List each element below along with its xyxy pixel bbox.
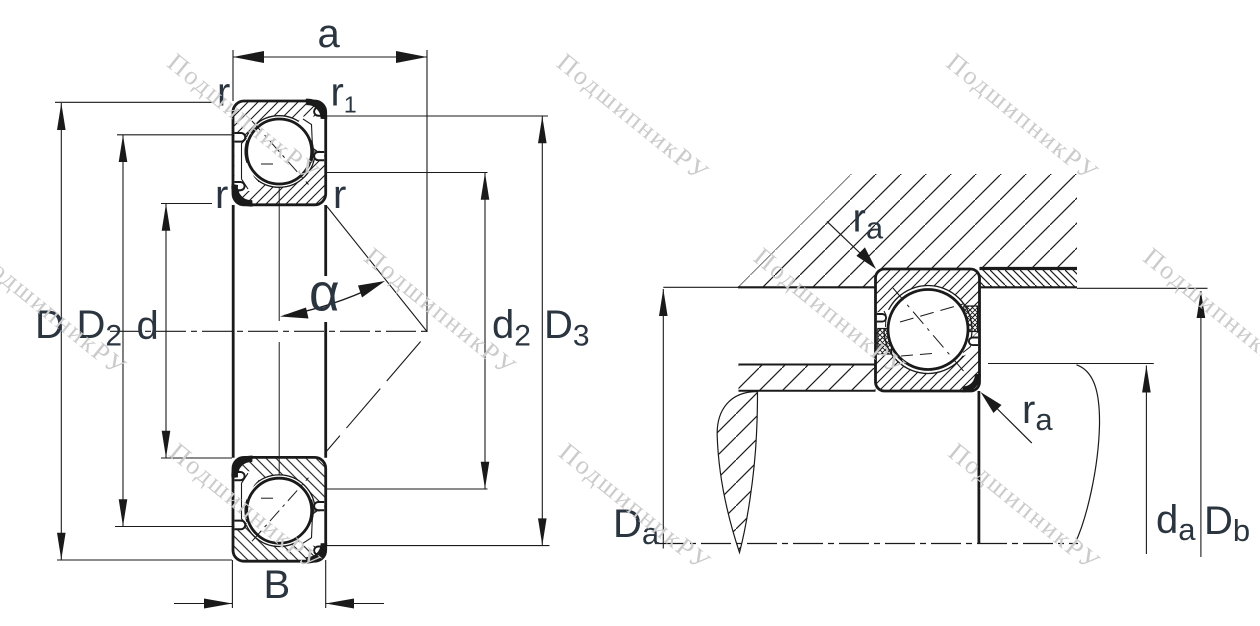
svg-text:ПодшипникРУ: ПодшипникРУ xyxy=(941,48,1104,188)
svg-text:a: a xyxy=(318,12,341,56)
svg-text:α: α xyxy=(309,264,340,323)
svg-text:ПодшипникРУ: ПодшипникРУ xyxy=(1138,242,1260,382)
svg-text:ПодшипникРУ: ПодшипникРУ xyxy=(0,242,133,382)
svg-text:Db: Db xyxy=(1204,499,1250,548)
svg-text:r: r xyxy=(215,173,228,217)
svg-text:d: d xyxy=(137,304,159,348)
svg-text:D3: D3 xyxy=(544,303,590,353)
svg-text:da: da xyxy=(1156,498,1196,547)
svg-text:ПодшипникРУ: ПодшипникРУ xyxy=(553,437,716,577)
svg-text:r: r xyxy=(217,71,230,115)
svg-text:D: D xyxy=(35,303,64,347)
svg-text:r1: r1 xyxy=(331,71,357,118)
svg-text:ПодшипникРУ: ПодшипникРУ xyxy=(943,437,1106,577)
svg-text:ra: ra xyxy=(1022,388,1053,437)
svg-text:ПодшипникРУ: ПодшипникРУ xyxy=(552,48,715,188)
svg-text:r: r xyxy=(333,173,346,217)
svg-text:B: B xyxy=(264,563,291,607)
